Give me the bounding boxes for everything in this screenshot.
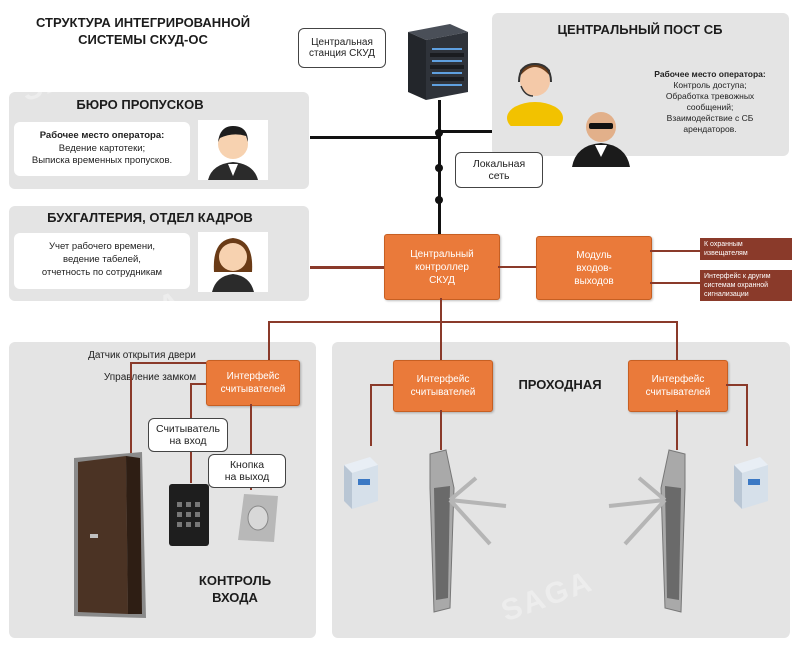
central-post-title: ЦЕНТРАЛЬНЫЙ ПОСТ СБ	[557, 22, 723, 37]
network-line	[440, 130, 492, 133]
checkpoint-reader-interface-right: Интерфейс считывателей	[628, 360, 728, 412]
link-line	[130, 362, 206, 364]
link-line	[650, 250, 700, 252]
link-line	[130, 362, 132, 454]
exit-button-icon	[234, 490, 284, 546]
turnstile-icon-right	[605, 448, 695, 614]
network-node	[435, 196, 443, 204]
link-line	[746, 384, 748, 446]
door-icon	[70, 450, 152, 620]
local-network-label: Локальная сеть	[455, 152, 543, 188]
link-line	[676, 410, 678, 450]
link-line	[650, 282, 700, 284]
page-title: СТРУКТУРА ИНТЕГРИРОВАННОЙ СИСТЕМЫ СКУД-О…	[35, 15, 251, 47]
link-line	[250, 404, 252, 490]
server-icon	[400, 22, 472, 102]
security-guard-avatar	[570, 105, 632, 167]
central-post-op-text: Контроль доступа; Обработка тревожных со…	[665, 80, 755, 134]
bureau-operator-avatar	[198, 120, 268, 180]
turnstile-icon-left	[420, 448, 510, 614]
bureau-op-title: Рабочее место оператора:	[39, 130, 165, 141]
link-line	[440, 410, 442, 450]
entry-reader-interface: Интерфейс считывателей	[206, 360, 300, 406]
checkpoint-reader-interface-left: Интерфейс считывателей	[393, 360, 493, 412]
power-supply-icon-right	[730, 455, 772, 511]
link-line	[190, 383, 206, 385]
entry-control-title: КОНТРОЛЬ ВХОДА	[198, 573, 272, 605]
link-line	[268, 321, 270, 361]
link-line	[676, 321, 678, 361]
bureau-operator-box	[14, 122, 190, 176]
network-node	[435, 129, 443, 137]
note-other-systems: Интерфейс к другим системам охранной сиг…	[700, 270, 792, 301]
network-line	[310, 136, 440, 139]
link-line	[498, 266, 536, 268]
bureau-op-text: Ведение картотеки; Выписка временных про…	[31, 143, 173, 166]
accounting-operator-avatar	[198, 232, 268, 292]
link-line	[370, 384, 372, 446]
operator-headset-avatar	[505, 56, 565, 134]
central-station-label: Центральная станция СКУД	[298, 28, 386, 68]
power-supply-icon-left	[340, 455, 382, 511]
link-line	[370, 384, 393, 386]
accounting-text: Учет рабочего времени, ведение табелей, …	[41, 241, 163, 278]
bureau-title: БЮРО ПРОПУСКОВ	[76, 97, 204, 112]
checkpoint-title: ПРОХОДНАЯ	[518, 377, 602, 392]
lock-control-label: Управление замком	[103, 372, 197, 383]
exit-button-label: Кнопка на выход	[208, 454, 286, 488]
network-node	[435, 164, 443, 172]
link-line	[268, 321, 676, 323]
network-line	[310, 266, 440, 269]
note-security-detectors: К охранным извещателям	[700, 238, 792, 260]
link-line	[726, 384, 748, 386]
link-line	[440, 321, 442, 361]
accounting-title: БУХГАЛТЕРИЯ, ОТДЕЛ КАДРОВ	[47, 210, 253, 225]
central-post-op-title: Рабочее место оператора:	[654, 69, 766, 79]
central-controller: Центральный контроллер СКУД	[384, 234, 500, 300]
accounting-box	[14, 233, 190, 289]
card-reader-icon	[167, 482, 213, 548]
reader-in-label: Считыватель на вход	[148, 418, 228, 452]
io-module: Модуль входов- выходов	[536, 236, 652, 300]
link-line	[440, 298, 442, 322]
door-sensor-label: Датчик открытия двери	[88, 350, 196, 361]
